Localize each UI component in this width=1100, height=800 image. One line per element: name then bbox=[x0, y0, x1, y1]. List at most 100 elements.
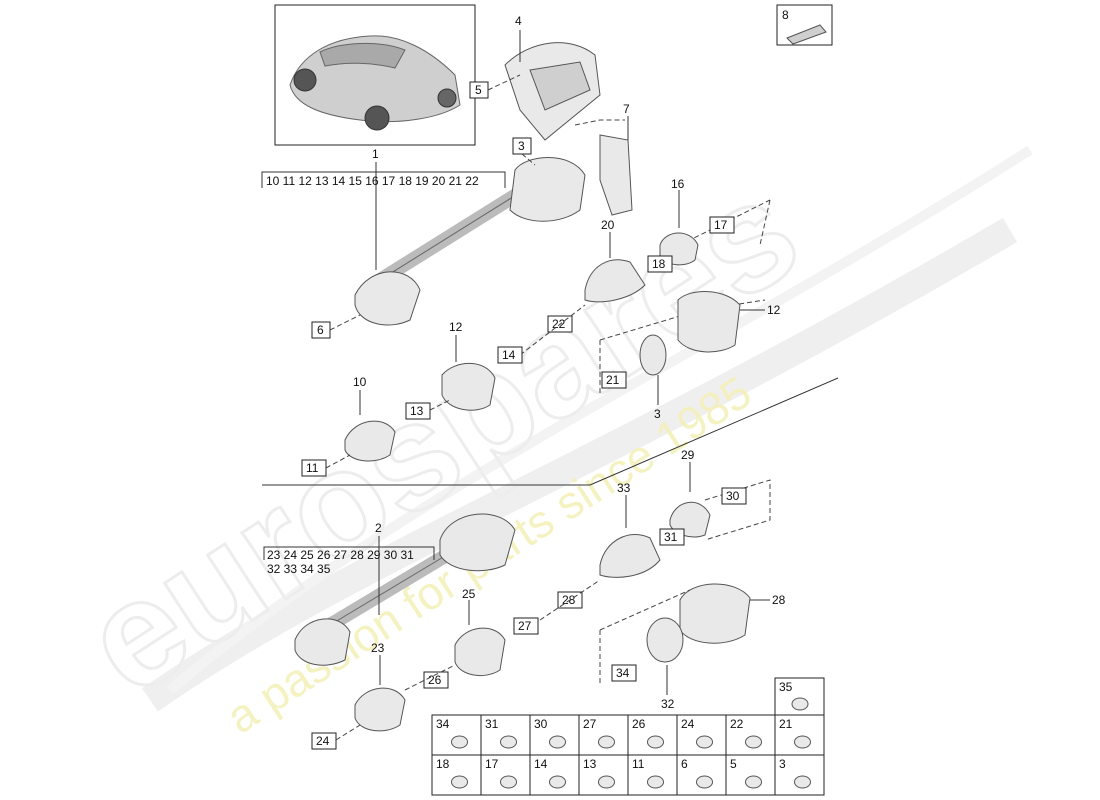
table-cell-label: 26 bbox=[632, 717, 646, 731]
table-cell-label: 5 bbox=[730, 757, 737, 771]
table-cell-part-icon bbox=[500, 735, 517, 749]
callout-7: 7 bbox=[623, 102, 630, 116]
boot-20: 20 22 14 bbox=[497, 218, 646, 364]
callout-23: 23 bbox=[371, 641, 385, 655]
table-cell-part-icon bbox=[696, 775, 713, 789]
assembly-1-number: 1 bbox=[372, 147, 379, 161]
heat-shield: 4 5 7 bbox=[469, 14, 633, 216]
callout-16: 16 bbox=[671, 177, 685, 191]
table-cell-label: 17 bbox=[485, 757, 499, 771]
housing-28-lower: 28 34 32 bbox=[599, 583, 786, 711]
section-divider bbox=[262, 377, 839, 486]
tripod-joint-lower: 29 30 31 bbox=[659, 448, 771, 546]
table-cell bbox=[431, 754, 482, 796]
table-cell-label: 6 bbox=[681, 757, 688, 771]
table-cell bbox=[578, 714, 629, 756]
callout-21: 21 bbox=[606, 373, 620, 387]
table-cell-extra-label: 35 bbox=[779, 680, 793, 694]
callout-25: 25 bbox=[462, 587, 476, 601]
callout-29: 29 bbox=[681, 448, 695, 462]
table-cell-part-icon bbox=[745, 775, 762, 789]
table-cell-part-icon bbox=[794, 735, 811, 749]
table-cell bbox=[676, 754, 727, 796]
table-cell-part-icon bbox=[598, 735, 615, 749]
table-cell-label: 13 bbox=[583, 757, 597, 771]
callout-33: 33 bbox=[617, 481, 631, 495]
table-cell bbox=[627, 714, 678, 756]
tripod-joint-upper: 16 17 18 bbox=[647, 177, 771, 273]
table-cell-part-icon bbox=[500, 775, 517, 789]
table-cell bbox=[578, 754, 629, 796]
callout-5: 5 bbox=[475, 83, 482, 97]
table-cell bbox=[529, 714, 580, 756]
vehicle-thumbnail bbox=[274, 4, 476, 146]
upper-driveshaft: 3 6 bbox=[311, 137, 586, 339]
table-cell bbox=[627, 754, 678, 796]
callout-20: 20 bbox=[601, 218, 615, 232]
callout-18: 18 bbox=[652, 257, 666, 271]
watermark: eurospares a passion for parts since 198… bbox=[54, 144, 1033, 743]
table-cell-label: 30 bbox=[534, 717, 548, 731]
callout-14: 14 bbox=[502, 348, 516, 362]
callout-4: 4 bbox=[515, 14, 522, 28]
table-cell-label: 11 bbox=[632, 757, 645, 771]
part-8-grease: 8 bbox=[776, 4, 833, 46]
table-cell bbox=[676, 714, 727, 756]
callout-26: 26 bbox=[428, 673, 442, 687]
table-cell-part-icon bbox=[794, 775, 811, 789]
housing-12-upper: 12 21 3 bbox=[599, 291, 781, 421]
callout-17: 17 bbox=[714, 218, 728, 232]
table-cell-part-icon bbox=[549, 775, 566, 789]
table-cell bbox=[480, 754, 531, 796]
table-cell-part-icon bbox=[696, 735, 713, 749]
callout-28-housing: 28 bbox=[772, 593, 786, 607]
callout-34: 34 bbox=[616, 666, 630, 680]
callout-3: 3 bbox=[518, 139, 525, 153]
table-cell-part-icon bbox=[549, 735, 566, 749]
cv-joint-left: 12 13 10 11 bbox=[301, 320, 496, 477]
callout-6: 6 bbox=[317, 323, 324, 337]
callout-12-left: 12 bbox=[449, 320, 463, 334]
table-cell bbox=[725, 754, 776, 796]
table-cell bbox=[725, 714, 776, 756]
table-cell-label: 14 bbox=[534, 757, 548, 771]
assembly-2-number: 2 bbox=[375, 521, 382, 535]
callout-31: 31 bbox=[664, 530, 678, 544]
lower-driveshaft: 2 23 24 25 26 27 28 29 30 31 32 33 34 35 bbox=[263, 513, 516, 666]
callout-30: 30 bbox=[726, 489, 740, 503]
assembly-1-contents: 10 11 12 13 14 15 16 17 18 19 20 21 22 bbox=[266, 174, 479, 188]
callout-11: 11 bbox=[306, 461, 319, 475]
table-cell-part-icon bbox=[745, 735, 762, 749]
table-cell-part-icon bbox=[451, 775, 468, 789]
callout-13: 13 bbox=[410, 404, 424, 418]
table-cell-label: 27 bbox=[583, 717, 597, 731]
table-cell-label: 22 bbox=[730, 717, 744, 731]
boot-33: 33 28 27 bbox=[513, 481, 661, 635]
callout-10: 10 bbox=[353, 375, 367, 389]
table-cell bbox=[431, 714, 482, 756]
table-cell bbox=[480, 714, 531, 756]
cv-joint-lower-left: 25 26 23 24 bbox=[311, 587, 506, 750]
callout-8: 8 bbox=[782, 8, 789, 22]
callout-12-right: 12 bbox=[767, 303, 781, 317]
callout-24: 24 bbox=[316, 734, 330, 748]
callout-3-lower: 3 bbox=[654, 407, 661, 421]
table-cell-label: 31 bbox=[485, 717, 499, 731]
callout-28-boot: 28 bbox=[562, 593, 576, 607]
table-cell bbox=[774, 714, 825, 756]
table-cell-part-icon bbox=[647, 735, 664, 749]
table-cell bbox=[774, 754, 825, 796]
table-cell-part-icon bbox=[647, 775, 664, 789]
table-cell-label: 21 bbox=[779, 717, 793, 731]
table-cell-label: 24 bbox=[681, 717, 695, 731]
assembly-1-label: 1 10 11 12 13 14 15 16 17 18 19 20 21 22 bbox=[261, 147, 506, 270]
table-cell-label: 18 bbox=[436, 757, 450, 771]
assembly-2-contents-line2: 32 33 34 35 bbox=[267, 562, 331, 576]
table-cell-part-icon bbox=[451, 735, 468, 749]
table-cell bbox=[529, 754, 580, 796]
callout-27: 27 bbox=[518, 619, 532, 633]
assembly-2-contents-line1: 23 24 25 26 27 28 29 30 31 bbox=[267, 548, 414, 562]
table-cell-part-icon bbox=[598, 775, 615, 789]
